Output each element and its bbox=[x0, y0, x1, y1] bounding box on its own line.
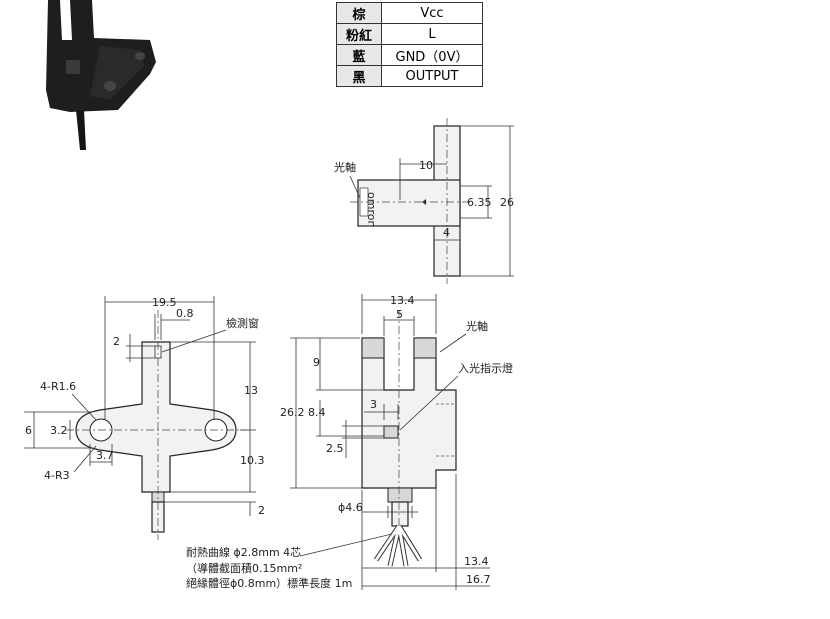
cable-note-line2: （導體截面積0.15mm² bbox=[186, 561, 302, 575]
dim-10-3: 10.3 bbox=[240, 454, 265, 467]
side-view: 13.4 5 光軸 入光指示燈 9 26.2 8.4 bbox=[280, 294, 513, 590]
dim-4: 4 bbox=[443, 226, 450, 239]
dim-6-35: 6.35 bbox=[467, 196, 492, 209]
dim-2-5: 2.5 bbox=[326, 442, 344, 455]
incident-led-label: 入光指示燈 bbox=[458, 361, 513, 375]
sensor-body-top bbox=[357, 179, 461, 227]
wire-signal: GND（0V） bbox=[381, 44, 483, 66]
wire-signal: OUTPUT bbox=[381, 65, 483, 87]
sensor-body-front bbox=[75, 341, 237, 493]
table-row: 粉紅 L bbox=[336, 23, 483, 45]
incident-indicator-led bbox=[383, 425, 399, 439]
dim-3-7: 3.7 bbox=[96, 449, 114, 462]
cable-wires bbox=[373, 524, 423, 567]
table-row: 黑 OUTPUT bbox=[336, 65, 483, 87]
top-view: omron 10 光軸 6.35 4 26 bbox=[334, 118, 514, 284]
dim-5: 5 bbox=[396, 308, 403, 321]
dim-2-top: 2 bbox=[113, 335, 120, 348]
brand-mark: omron bbox=[365, 192, 378, 227]
sensor-body-side bbox=[361, 337, 457, 489]
dim-9: 9 bbox=[313, 356, 320, 369]
cable-note-line3: 絕緣體徑ϕ0.8mm）標準長度 1m bbox=[186, 576, 352, 590]
product-photo bbox=[46, 0, 156, 150]
dim-0-8: 0.8 bbox=[176, 307, 194, 320]
dim-8-4: 8.4 bbox=[308, 406, 326, 419]
wire-color-table: 棕 Vcc 粉紅 L 藍 GND（0V） 黑 OUTPUT bbox=[336, 2, 483, 87]
dim-r3: 4-R3 bbox=[44, 469, 70, 482]
table-row: 藍 GND（0V） bbox=[336, 44, 483, 66]
dim-r1-6: 4-R1.6 bbox=[40, 380, 76, 393]
dim-13-4-top: 13.4 bbox=[390, 294, 415, 307]
dim-6: 6 bbox=[25, 424, 32, 437]
dim-phi-4-6: ϕ4.6 bbox=[338, 501, 363, 514]
dim-13-4-bottom: 13.4 bbox=[464, 555, 489, 568]
dim-10: 10 bbox=[419, 159, 433, 172]
dim-26: 26 bbox=[500, 196, 514, 209]
cable-note: 耐熱曲線 ϕ2.8mm 4芯 （導體截面積0.15mm² 絕緣體徑ϕ0.8mm）… bbox=[186, 545, 352, 590]
table-row: 棕 Vcc bbox=[336, 2, 483, 24]
dim-2-bottom: 2 bbox=[258, 504, 265, 517]
front-view: 19.5 0.8 2 檢測窗 4-R1.6 6 3.2 bbox=[24, 296, 265, 540]
wire-color: 黑 bbox=[336, 65, 382, 87]
wire-color: 粉紅 bbox=[336, 23, 382, 45]
dim-3: 3 bbox=[370, 398, 377, 411]
dim-26-2: 26.2 bbox=[280, 406, 305, 419]
detect-window-label: 檢測窗 bbox=[226, 316, 259, 330]
dim-3-2: 3.2 bbox=[50, 424, 68, 437]
side-optical-axis-label: 光軸 bbox=[466, 319, 488, 333]
dim-19-5: 19.5 bbox=[152, 296, 177, 309]
dim-13: 13 bbox=[244, 384, 258, 397]
dim-16-7: 16.7 bbox=[466, 573, 491, 586]
wire-color: 藍 bbox=[336, 44, 382, 66]
optical-axis-label: 光軸 bbox=[334, 160, 356, 174]
cable-note-line1: 耐熱曲線 ϕ2.8mm 4芯 bbox=[186, 545, 301, 559]
